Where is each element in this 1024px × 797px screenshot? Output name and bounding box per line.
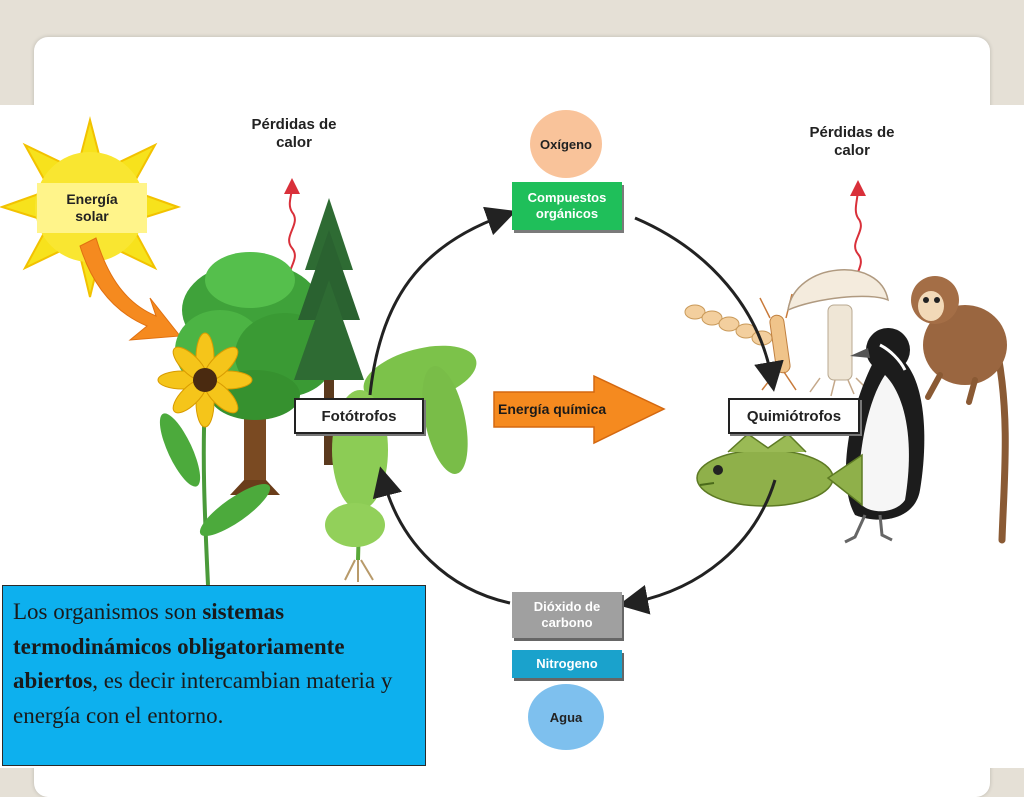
arrow-organic-to-chemotrophs (634, 216, 784, 392)
arrow-chemotrophs-to-co2 (618, 479, 777, 615)
carbon-dioxide-box: Dióxido de carbono (512, 592, 622, 638)
heat-loss-label-right: Pérdidas de calor (809, 124, 895, 159)
caption-text-1: Los organismos son (13, 599, 203, 624)
caption-text-2: , es decir intercambian materia y energí… (13, 668, 393, 728)
nitrogen-box: Nitrogeno (512, 650, 622, 678)
solar-energy-label: Energía solar (37, 183, 147, 233)
oxygen-circle: Oxígeno (530, 110, 602, 178)
chemical-energy-arrow (493, 374, 666, 445)
arrow-co2-to-phototrophs (372, 466, 511, 605)
arrow-phototrophs-to-organic (368, 206, 517, 396)
caption-bold-text: sistemas termodinámicos obligatoriamente… (13, 599, 345, 693)
plants-illustration (157, 198, 477, 586)
consumers-illustration (684, 269, 1009, 544)
heat-loss-label-left: Pérdidas de calor (251, 116, 337, 151)
water-circle: Agua (528, 684, 604, 750)
caption-box: Los organismos son sistemas termodinámic… (2, 585, 426, 766)
ecosystem-diagram (0, 116, 1009, 615)
chemical-energy-label: Energía química (498, 401, 607, 417)
chemotrophs-box: Quimiótrofos (728, 398, 860, 434)
organic-compounds-box: Compuestos orgánicos (512, 182, 622, 230)
solar-energy-arrow (79, 237, 181, 341)
phototrophs-box: Fotótrofos (294, 398, 424, 434)
